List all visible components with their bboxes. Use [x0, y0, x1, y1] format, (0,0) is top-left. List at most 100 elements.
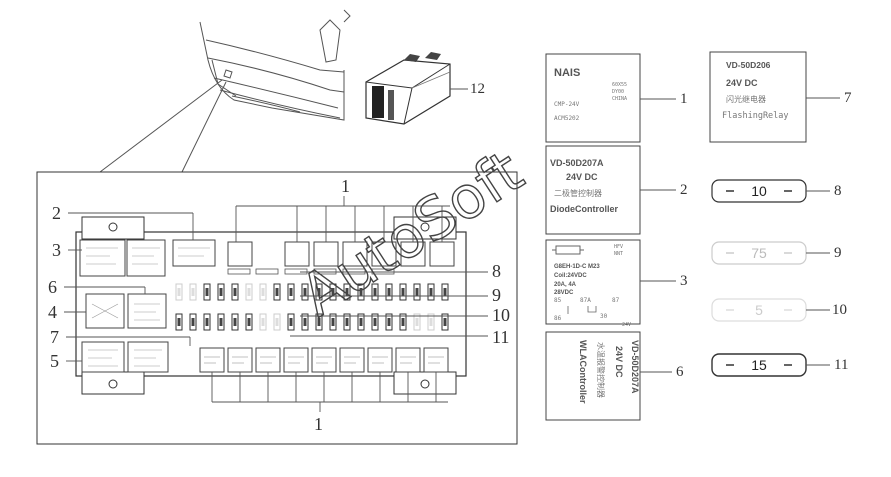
flash-voltage: 24V DC [726, 78, 758, 88]
callout-7-left: 7 [50, 327, 59, 347]
board-fuse-element [373, 318, 377, 326]
relay-3-standard: HFV NNT G8EH-1D-C M23 Coil:24VDC 20A, 4A… [545, 239, 641, 328]
std-pin-30: 30 [600, 313, 608, 320]
callout-3-side: 3 [680, 273, 688, 289]
alarm-voltage: 24V DC [614, 346, 624, 378]
board-fuse-element [401, 318, 405, 326]
callout-1-top: 1 [341, 176, 350, 196]
callout-8-board: 8 [492, 261, 501, 281]
alarm-cn: 水温报警控制器 [596, 342, 606, 398]
vehicle-front-sketch [199, 9, 351, 121]
std-code-b: NNT [614, 251, 623, 257]
board-fuse-element [191, 288, 195, 296]
callout-2-side: 2 [680, 182, 688, 198]
board-relay-bottom [395, 347, 421, 373]
board-fuse-element [289, 318, 293, 326]
nais-model: CMP-24V [554, 101, 580, 108]
callout-9-side: 9 [834, 245, 842, 261]
std-volt: 28VDC [554, 290, 574, 296]
std-code-a: HFV [614, 244, 623, 250]
alarm-en: WLAController [578, 340, 588, 404]
fuse-box-frame [36, 171, 518, 445]
board-fuse-element [373, 288, 377, 296]
fuse-10-5a: 5 [711, 298, 807, 322]
callout-10-side: 10 [832, 302, 847, 318]
fuse-8-rating: 10 [751, 183, 767, 199]
board-connectors [227, 268, 395, 275]
callout-7-side: 7 [844, 90, 852, 106]
leader-line [181, 81, 227, 173]
callout-1-side: 1 [680, 91, 688, 107]
callout-11-side: 11 [834, 357, 848, 373]
std-pin-86: 86 [554, 315, 562, 322]
board-fuse-element [275, 318, 279, 326]
callout-5-left: 5 [50, 351, 59, 371]
board-relay-bottom [339, 347, 365, 373]
board-fuse-element [191, 318, 195, 326]
board-fuse-element [331, 318, 335, 326]
board-fuse-element [275, 288, 279, 296]
board-fuse-element [303, 318, 307, 326]
board-fuse-element [317, 288, 321, 296]
board-fuse-element [387, 288, 391, 296]
callout-4-left: 4 [48, 302, 57, 322]
nais-code3: CHINA [612, 96, 627, 102]
callout-3-left: 3 [52, 240, 61, 260]
board-fuse-element [205, 288, 209, 296]
board-fuse-element [415, 288, 419, 296]
board-relay-bottom [367, 347, 393, 373]
std-model: G8EH-1D-C M23 [554, 264, 600, 270]
board-fuse-element [219, 318, 223, 326]
board-fuse-element [233, 288, 237, 296]
board-fuse-element [443, 288, 447, 296]
fuse-row-lower [175, 313, 449, 331]
flash-model: VD-50D206 [726, 60, 771, 70]
board-fuse-element [359, 288, 363, 296]
callout-9-board: 9 [492, 285, 501, 305]
board-fuse-element [177, 318, 181, 326]
flash-en: FlashingRelay [722, 111, 789, 121]
callout-2-left: 2 [52, 203, 61, 223]
board-fuse-element [317, 318, 321, 326]
board-fuse-element [177, 288, 181, 296]
diode-voltage: 24V DC [566, 172, 598, 182]
leader-right [290, 271, 488, 337]
board-fuse-element [429, 318, 433, 326]
fuse-10-rating: 5 [755, 302, 763, 318]
board-fuse-element [331, 288, 335, 296]
fuse-9-75a: 75 [711, 241, 807, 265]
callout-6-left: 6 [48, 277, 57, 297]
board-relay-texture [86, 247, 210, 367]
nais-brand: NAIS [554, 67, 580, 79]
std-pin-85: 85 [554, 297, 562, 304]
board-fuse-element [401, 288, 405, 296]
fuse-11-15a: 15 [711, 353, 807, 377]
board-fuse-element [233, 318, 237, 326]
nais-code1: 60X55 [612, 82, 627, 88]
board-relay-bottom [283, 347, 309, 373]
callout-8-side: 8 [834, 183, 842, 199]
callout-1-bottom: 1 [314, 414, 323, 434]
diode-model: VD-50D207A [550, 158, 604, 168]
callout-10-board: 10 [492, 305, 510, 325]
fuse-11-rating: 15 [751, 357, 767, 373]
board-fuse-element [345, 288, 349, 296]
std-foot: 24V [622, 322, 631, 328]
nais-code2: DY00 [612, 89, 624, 95]
fuse-9-rating: 75 [751, 245, 767, 261]
board-fuse-element [359, 318, 363, 326]
alarm-model: VD-50D207A [630, 340, 640, 394]
leader-bottom-1 [211, 372, 448, 412]
board-relay-bottom [311, 347, 337, 373]
std-rating: 20A, 4A [554, 282, 577, 288]
leader-line [99, 79, 223, 173]
fuse-8-10a: 10 [711, 179, 807, 203]
board-fuse-element [415, 318, 419, 326]
callout-6-side: 6 [676, 364, 684, 380]
board-relays-bottom-row [199, 347, 449, 373]
board-relays-left [79, 239, 216, 373]
diode-cn: 二极管控制器 [554, 188, 602, 198]
board-fuse-element [247, 318, 251, 326]
relay-2-diode: VD-50D207A 24V DC 二极管控制器 DiodeController [545, 145, 641, 235]
